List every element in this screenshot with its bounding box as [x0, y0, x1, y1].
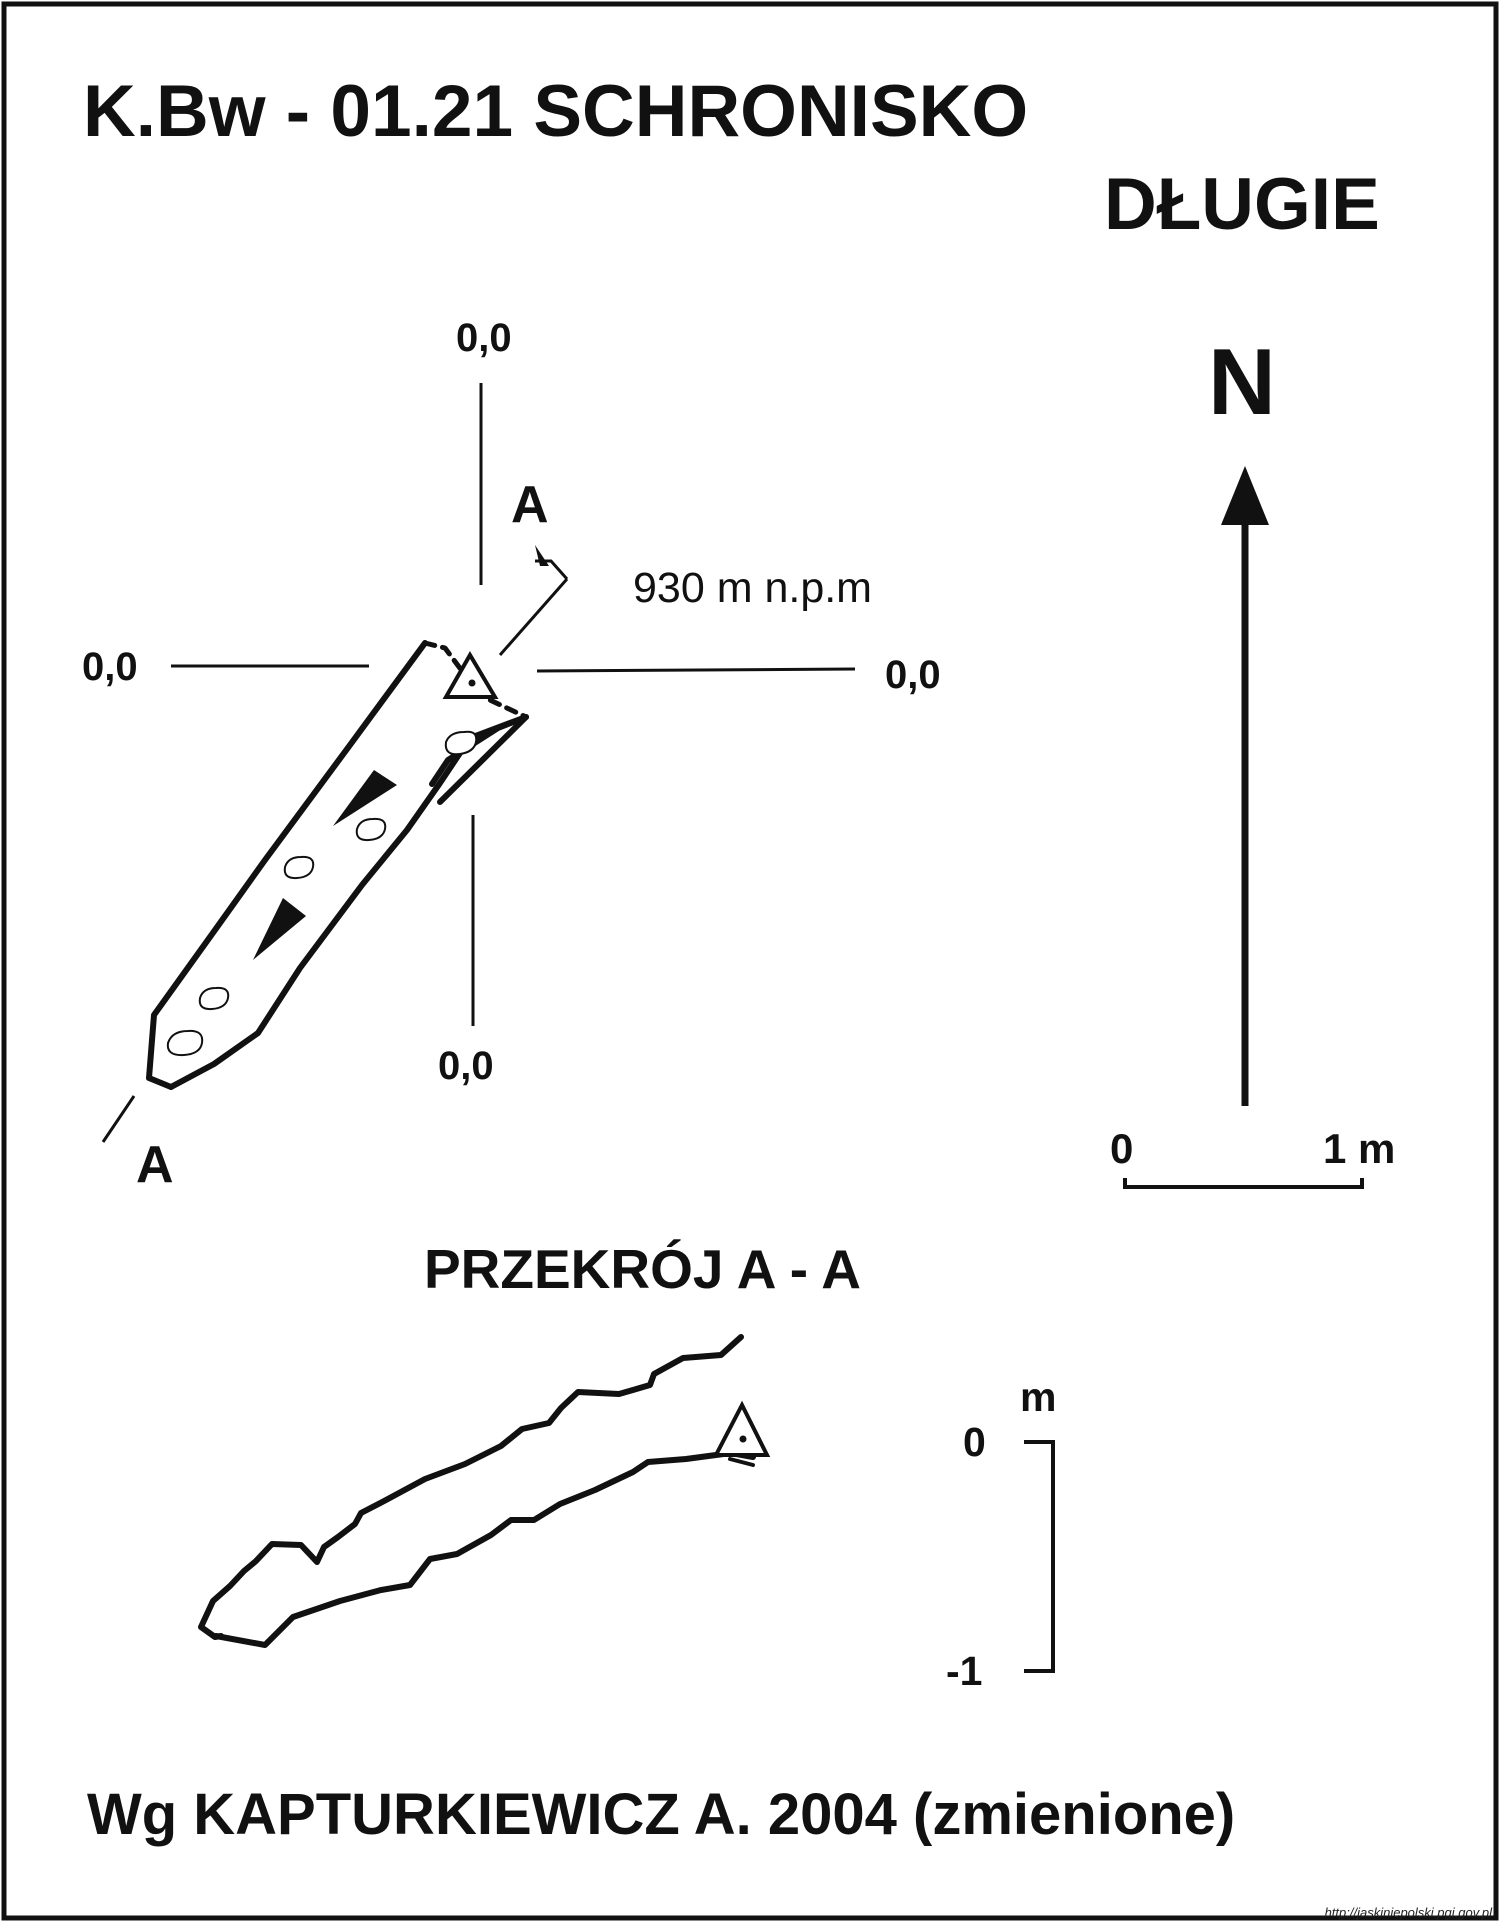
scale-label-end: 1 m — [1323, 1125, 1396, 1172]
section-line — [101, 559, 569, 1143]
section-scale-bar — [1024, 1440, 1055, 1673]
cave-plan — [146, 640, 529, 1090]
section-label-bottom: A — [136, 1136, 174, 1194]
grid-line-right — [536, 667, 856, 673]
section-arrow-icon — [535, 545, 549, 566]
section-line-bottom — [101, 1095, 136, 1143]
north-label: N — [1208, 329, 1276, 434]
slope-arrow-icon — [253, 898, 306, 960]
section-title: PRZEKRÓJ A - A — [424, 1238, 861, 1300]
rock-blocks — [166, 730, 478, 1057]
entrance-triangle-icon — [442, 651, 499, 699]
slope-arrow-icon — [333, 770, 397, 826]
grid-label-bottom: 0,0 — [438, 1044, 494, 1088]
rock-block-icon — [198, 986, 230, 1011]
scale-bar — [1123, 1178, 1364, 1189]
section-entrance-triangle-icon — [712, 1400, 771, 1457]
section-ceiling — [198, 1334, 744, 1640]
rock-block-icon — [166, 1029, 204, 1057]
plan-west-wall — [146, 640, 428, 1090]
source-url: http://jaskiniepolski.pgi.gov.pl — [1324, 1905, 1492, 1920]
section-floor — [213, 1450, 756, 1648]
grid-label-top: 0,0 — [456, 316, 512, 360]
rock-block-icon — [283, 855, 315, 880]
grid-lines — [171, 383, 856, 1026]
elevation-label: 930 m n.p.m — [633, 564, 872, 612]
scale-label-start: 0 — [1110, 1125, 1134, 1172]
section-line-top — [498, 578, 569, 656]
page-title-line2: DŁUGIE — [1104, 164, 1380, 245]
section-label-top: A — [511, 476, 549, 534]
north-arrow-icon — [1221, 466, 1269, 1106]
rock-block-icon — [444, 730, 478, 756]
section-scale-unit: m — [1020, 1374, 1057, 1420]
rock-block-icon — [355, 817, 387, 842]
section-scale-bottom: -1 — [946, 1648, 983, 1694]
source-credit: Wg KAPTURKIEWICZ A. 2004 (zmienione) — [87, 1782, 1236, 1847]
grid-label-left: 0,0 — [82, 645, 138, 689]
cave-section — [198, 1334, 756, 1648]
page-title: K.Bw - 01.21 SCHRONISKO — [83, 71, 1029, 152]
grid-label-right: 0,0 — [885, 653, 941, 697]
section-floor-end — [728, 1457, 755, 1467]
section-scale-top: 0 — [963, 1419, 986, 1465]
